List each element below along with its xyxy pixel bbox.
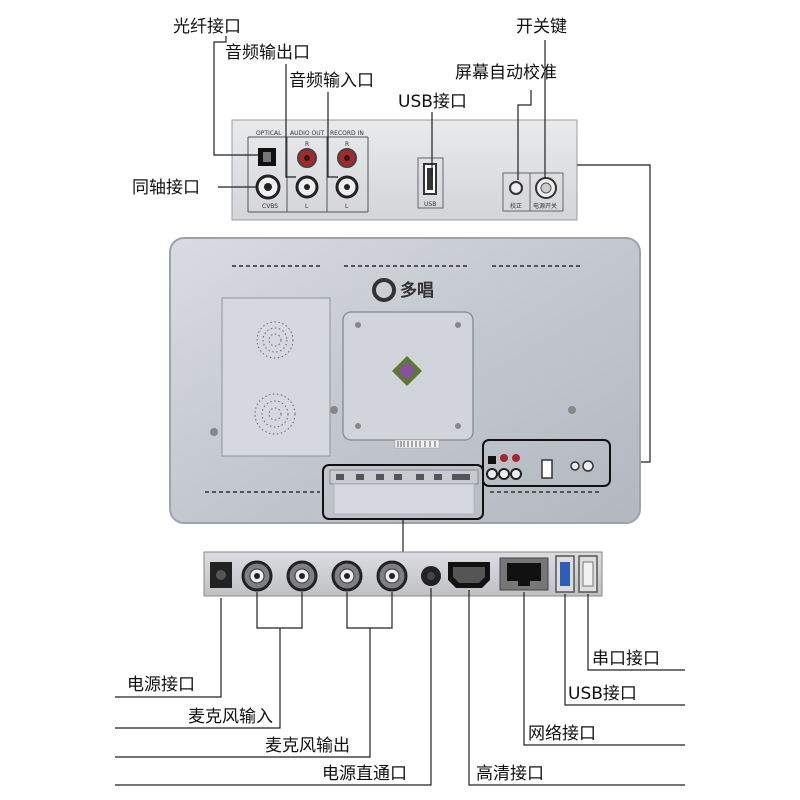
audio-out-l-port xyxy=(295,175,319,199)
audio-out-r-port xyxy=(297,148,317,168)
bottom-port-highlight xyxy=(322,464,484,520)
calibrate-small-label: 校正 xyxy=(510,202,522,210)
bottom-callout-lines xyxy=(115,588,685,786)
mic-in-port-2 xyxy=(286,560,318,592)
audio-out-callout-label: 音频输出口 xyxy=(225,43,310,63)
usb-top-port xyxy=(417,157,444,209)
record-in-r-port xyxy=(337,148,357,168)
audio-out-l-label: L xyxy=(305,203,309,210)
mic-out-callout-label: 麦克风输出 xyxy=(265,736,350,756)
device-back: 多唱 xyxy=(169,237,641,524)
cvbs-label: CVBS xyxy=(262,203,278,210)
mic-out-port-2 xyxy=(376,560,408,592)
power-port-callout-label: 电源接口 xyxy=(127,675,195,695)
usb-top-label: USB xyxy=(424,201,436,208)
optical-header: OPTICAL xyxy=(256,130,282,137)
serial-port xyxy=(578,555,598,593)
optical-callout-label: 光纤接口 xyxy=(173,17,241,37)
side-ports-mini xyxy=(486,454,594,480)
mic-in-port-1 xyxy=(241,560,273,592)
brand-name: 多唱 xyxy=(400,280,434,301)
hdmi-callout-label: 高清接口 xyxy=(476,764,544,784)
speaker-grille-top xyxy=(256,321,294,359)
audio-out-header: AUDIO OUT xyxy=(290,130,325,137)
record-in-l-label: L xyxy=(345,203,349,210)
usb-top-callout-label: USB接口 xyxy=(398,92,467,112)
brand-logo: 多唱 xyxy=(372,278,434,302)
audio-out-r-label: R xyxy=(305,141,309,148)
coaxial-port xyxy=(255,174,281,200)
top-port-panel: OPTICAL AUDIO OUT RECORD IN CVBS R L R xyxy=(231,119,578,221)
network-callout-label: 网络接口 xyxy=(528,724,596,744)
side-port-highlight xyxy=(482,439,611,487)
power-key-callout-label: 开关键 xyxy=(516,17,567,37)
coaxial-callout-label: 同轴接口 xyxy=(132,178,200,198)
record-in-r-label: R xyxy=(345,141,349,148)
speaker-grille-bottom xyxy=(254,393,296,435)
mic-in-callout-label: 麦克风输入 xyxy=(188,707,273,727)
power-direct-callout-label: 电源直通口 xyxy=(322,764,407,784)
optical-port xyxy=(258,148,276,166)
power-switch-small-label: 电源开关 xyxy=(533,202,557,210)
power-port xyxy=(210,562,232,588)
serial-callout-label: 串口接口 xyxy=(592,649,660,669)
hdmi-port xyxy=(448,562,490,588)
bottom-port-panel xyxy=(203,551,603,597)
usb-bottom-callout-label: USB接口 xyxy=(568,684,637,704)
network-port xyxy=(499,557,549,591)
usb-bottom-port xyxy=(555,555,575,593)
power-key-button xyxy=(535,177,557,199)
hologram-sticker xyxy=(392,356,422,386)
mic-out-port-1 xyxy=(331,560,363,592)
screen-calibration-callout-label: 屏幕自动校准 xyxy=(455,63,557,83)
record-in-l-port xyxy=(335,175,359,199)
audio-in-callout-label: 音频输入口 xyxy=(289,71,374,91)
calibrate-button xyxy=(509,181,523,195)
power-direct-port xyxy=(421,566,441,586)
record-in-header: RECORD IN xyxy=(330,130,364,137)
